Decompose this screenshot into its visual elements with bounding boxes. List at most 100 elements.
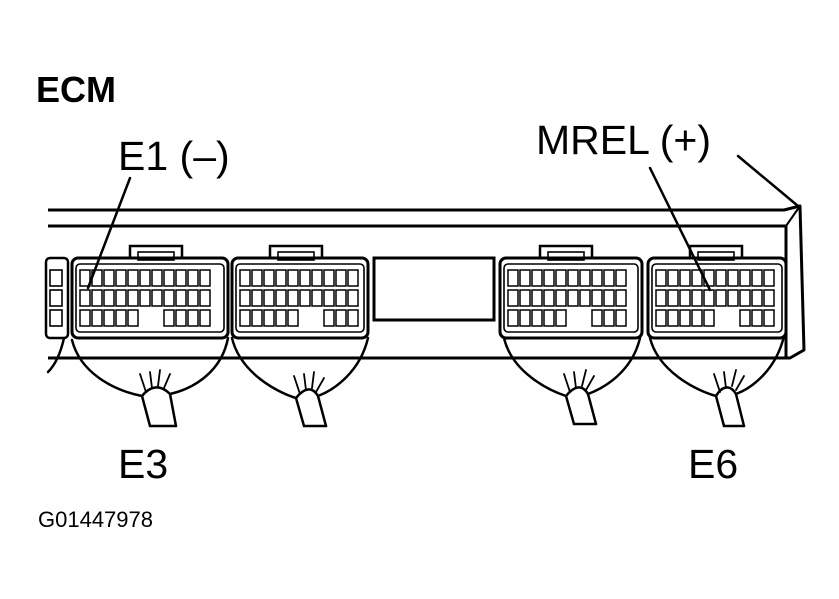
- pin: [263, 309, 275, 327]
- connector-latch-inner: [277, 251, 315, 261]
- pin: [163, 289, 175, 307]
- label-mrel-terminal: MREL (+): [536, 117, 712, 163]
- pin: [591, 289, 603, 307]
- pin: [239, 289, 251, 307]
- pin: [555, 309, 567, 327]
- pin: [615, 309, 627, 327]
- pin: [251, 309, 263, 327]
- pin: [263, 269, 275, 287]
- connector-left-partial: [44, 256, 70, 340]
- pin: [311, 289, 323, 307]
- harness-2-outline: [230, 336, 306, 428]
- pin: [187, 289, 199, 307]
- connector-latch: [128, 244, 184, 258]
- pin: [323, 289, 335, 307]
- pin: [199, 269, 211, 287]
- harness-e6-outline: [648, 336, 726, 428]
- connector-body: [70, 256, 230, 340]
- pin: [175, 269, 187, 287]
- pin: [49, 309, 63, 327]
- connector-latch-inner: [137, 251, 175, 261]
- pin: [691, 309, 703, 327]
- pin: [335, 289, 347, 307]
- pin: [555, 289, 567, 307]
- pin: [323, 309, 335, 327]
- pin: [347, 289, 359, 307]
- pin: [163, 269, 175, 287]
- pin: [691, 289, 703, 307]
- pin: [91, 309, 103, 327]
- pin: [239, 269, 251, 287]
- connector-body: [230, 256, 370, 340]
- pin: [691, 269, 703, 287]
- connector-2: [230, 244, 370, 340]
- pin: [763, 269, 775, 287]
- pin: [151, 289, 163, 307]
- pin: [335, 269, 347, 287]
- connector-3: [498, 244, 644, 340]
- pin: [667, 289, 679, 307]
- pin: [751, 289, 763, 307]
- pin: [103, 269, 115, 287]
- pin: [79, 289, 91, 307]
- pin: [543, 309, 555, 327]
- pin: [49, 289, 63, 307]
- pin: [251, 289, 263, 307]
- leader-ecm-housing: [736, 154, 800, 208]
- label-connector-e6: E6: [688, 441, 739, 487]
- pin: [519, 309, 531, 327]
- connector-e6: [646, 244, 788, 340]
- pin: [103, 309, 115, 327]
- pin: [287, 289, 299, 307]
- pin: [739, 269, 751, 287]
- pin: [603, 309, 615, 327]
- pin: [275, 309, 287, 327]
- pin: [299, 289, 311, 307]
- connector-latch-inner: [547, 251, 585, 261]
- pin: [727, 269, 739, 287]
- pin: [507, 289, 519, 307]
- pin: [239, 309, 251, 327]
- label-connector-e3: E3: [118, 441, 169, 487]
- ecm-center-window: [372, 256, 496, 322]
- pin: [579, 289, 591, 307]
- pin: [263, 289, 275, 307]
- pin: [347, 309, 359, 327]
- label-e1-terminal: E1 (–): [118, 133, 230, 179]
- pin: [655, 309, 667, 327]
- pin: [335, 309, 347, 327]
- connector-body: [646, 256, 788, 340]
- pin: [703, 309, 715, 327]
- pin: [187, 269, 199, 287]
- pin: [543, 269, 555, 287]
- wire-harnesses: [46, 334, 786, 428]
- pin: [275, 289, 287, 307]
- pin: [655, 289, 667, 307]
- pin: [679, 289, 691, 307]
- pin: [139, 289, 151, 307]
- pin: [287, 309, 299, 327]
- pin: [615, 289, 627, 307]
- pin: [507, 269, 519, 287]
- pin: [567, 289, 579, 307]
- pin: [507, 309, 519, 327]
- connector-latch: [538, 244, 594, 258]
- connector-group: [44, 244, 788, 340]
- pin: [531, 309, 543, 327]
- pin: [715, 289, 727, 307]
- pin: [531, 269, 543, 287]
- pin: [567, 269, 579, 287]
- harness-3-outline: [502, 336, 576, 426]
- pin: [739, 309, 751, 327]
- pin: [187, 309, 199, 327]
- pin: [323, 269, 335, 287]
- pin: [615, 269, 627, 287]
- diagram-title: ECM: [36, 69, 116, 110]
- pin: [49, 269, 63, 287]
- pin: [127, 309, 139, 327]
- pin: [103, 289, 115, 307]
- pin: [679, 309, 691, 327]
- pin: [543, 289, 555, 307]
- pin: [591, 309, 603, 327]
